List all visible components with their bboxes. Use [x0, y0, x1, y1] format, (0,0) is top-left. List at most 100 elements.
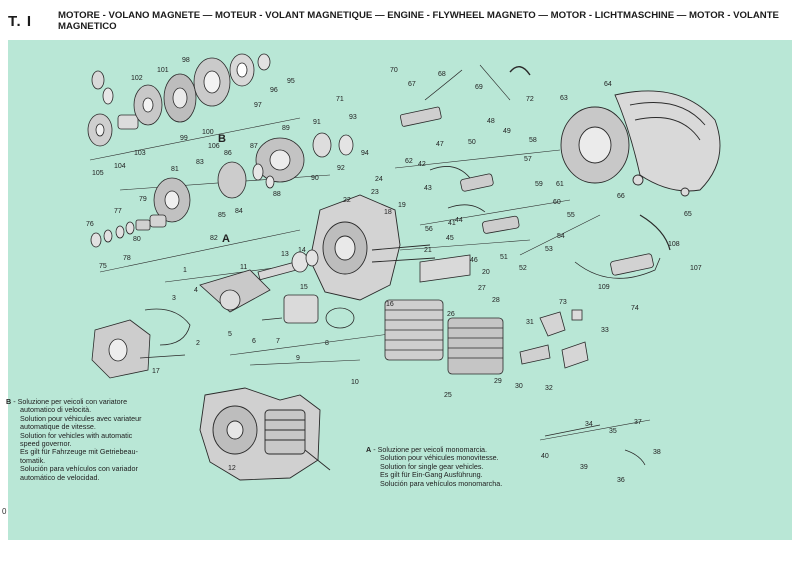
note-a-line: - Soluzione per veicoli monomarcia. [373, 445, 488, 454]
note-a-line: Solution for single gear vehicles. [380, 461, 484, 471]
note-b-line: Solution pour véhicules avec variateur [20, 413, 142, 423]
part-label: 107 [690, 265, 702, 272]
single-gear-group [90, 177, 191, 248]
note-b-line: tomatik. [20, 455, 46, 465]
part-label: 18 [384, 209, 392, 216]
part-label: 98 [182, 57, 190, 64]
part-label: 89 [282, 125, 290, 132]
part-label: 62 [405, 158, 413, 165]
part-label: 97 [254, 102, 262, 109]
part-label: 85 [218, 212, 226, 219]
part-label: 75 [99, 263, 107, 270]
note-b-line: - Soluzione per veicoli con variatore [13, 397, 128, 406]
part-label: 1 [183, 267, 187, 274]
part-label: 92 [337, 165, 345, 172]
part-label: 22 [343, 197, 351, 204]
part-label: 72 [526, 96, 534, 103]
part-label: 28 [492, 297, 500, 304]
part-label: 27 [478, 285, 486, 292]
note-b-variator: B - Soluzione per veicoli con variatore … [6, 397, 142, 482]
part-label: 83 [196, 159, 204, 166]
part-label: 25 [444, 392, 452, 399]
intake-housing [91, 308, 191, 379]
part-label: 109 [598, 284, 610, 291]
part-label: 55 [567, 212, 575, 219]
part-label: 11 [240, 264, 247, 271]
note-b-line: automático de velocidad. [20, 472, 100, 482]
note-a-single-gear: A - Soluzione per veicoli monomarcia. So… [366, 445, 502, 488]
part-label: 68 [438, 71, 446, 78]
part-label: 35 [609, 428, 617, 435]
part-label: 45 [446, 235, 454, 242]
note-a-line: Es gilt für Ein-Gang Ausführung. [380, 470, 483, 480]
part-label: 13 [281, 251, 289, 258]
part-label: 87 [250, 143, 258, 150]
part-label: 15 [300, 284, 308, 291]
part-label: 95 [287, 78, 295, 85]
part-label: 88 [273, 191, 281, 198]
part-label: 102 [131, 75, 143, 82]
part-label: 103 [134, 150, 146, 157]
part-label: 64 [604, 81, 612, 88]
part-label: 65 [684, 211, 692, 218]
page-number: T. I [8, 13, 33, 30]
part-label: 9 [296, 355, 300, 362]
part-label: 77 [114, 208, 122, 215]
crankshaft-and-piston [199, 249, 355, 329]
part-label: 100 [202, 129, 214, 136]
part-label: 31 [526, 319, 534, 326]
part-label: 58 [529, 137, 537, 144]
part-label: 23 [371, 189, 379, 196]
part-label: 54 [557, 233, 565, 240]
part-label: 32 [545, 385, 553, 392]
part-label: 10 [351, 379, 359, 386]
part-label: 49 [503, 128, 511, 135]
part-label: 2 [196, 340, 200, 347]
flywheel-magneto [560, 90, 721, 197]
carburetor-parts [519, 309, 646, 466]
part-label: 30 [515, 383, 523, 390]
part-label: 66 [617, 193, 625, 200]
part-label: 108 [668, 241, 680, 248]
note-b-line: automatico di velocità. [20, 405, 92, 415]
note-b-letter: B [6, 397, 12, 406]
part-label: 26 [447, 311, 455, 318]
part-label: 52 [519, 265, 527, 272]
part-label: 57 [524, 156, 532, 163]
note-b-line: Solution for vehicles with automatic [20, 430, 133, 440]
part-label: 80 [133, 236, 141, 243]
part-label: 38 [653, 449, 661, 456]
part-label: 101 [157, 67, 169, 74]
part-number-labels: 1 2 3 4 5 6 7 8 9 10 11 12 13 14 15 16 1… [86, 57, 702, 484]
part-label: 29 [494, 378, 502, 385]
part-label: 99 [180, 135, 188, 142]
part-label: 8 [325, 340, 329, 347]
part-label: 20 [482, 269, 490, 276]
part-label: 4 [194, 287, 198, 294]
note-b-line: Solución para vehículos con variador [20, 464, 138, 474]
part-label: 93 [349, 114, 357, 121]
part-label: 3 [172, 295, 176, 302]
part-label: 47 [436, 141, 444, 148]
part-label: 17 [152, 368, 160, 375]
part-label: 106 [208, 143, 220, 150]
part-label: 41 [448, 220, 456, 227]
part-label: 51 [500, 254, 508, 261]
variator-group [87, 53, 354, 199]
part-label: 104 [114, 163, 126, 170]
part-label: 76 [86, 221, 94, 228]
cylinder-and-head [384, 254, 504, 375]
group-letter-a: A [222, 233, 230, 245]
part-label: 33 [601, 327, 609, 334]
part-label: 96 [270, 87, 278, 94]
part-label: 34 [585, 421, 593, 428]
part-label: 84 [235, 208, 243, 215]
part-label: 105 [92, 170, 104, 177]
part-label: 37 [634, 419, 642, 426]
part-label: 50 [468, 139, 476, 146]
part-label: 44 [455, 217, 463, 224]
part-label: 43 [424, 185, 432, 192]
part-label: 91 [313, 119, 321, 126]
